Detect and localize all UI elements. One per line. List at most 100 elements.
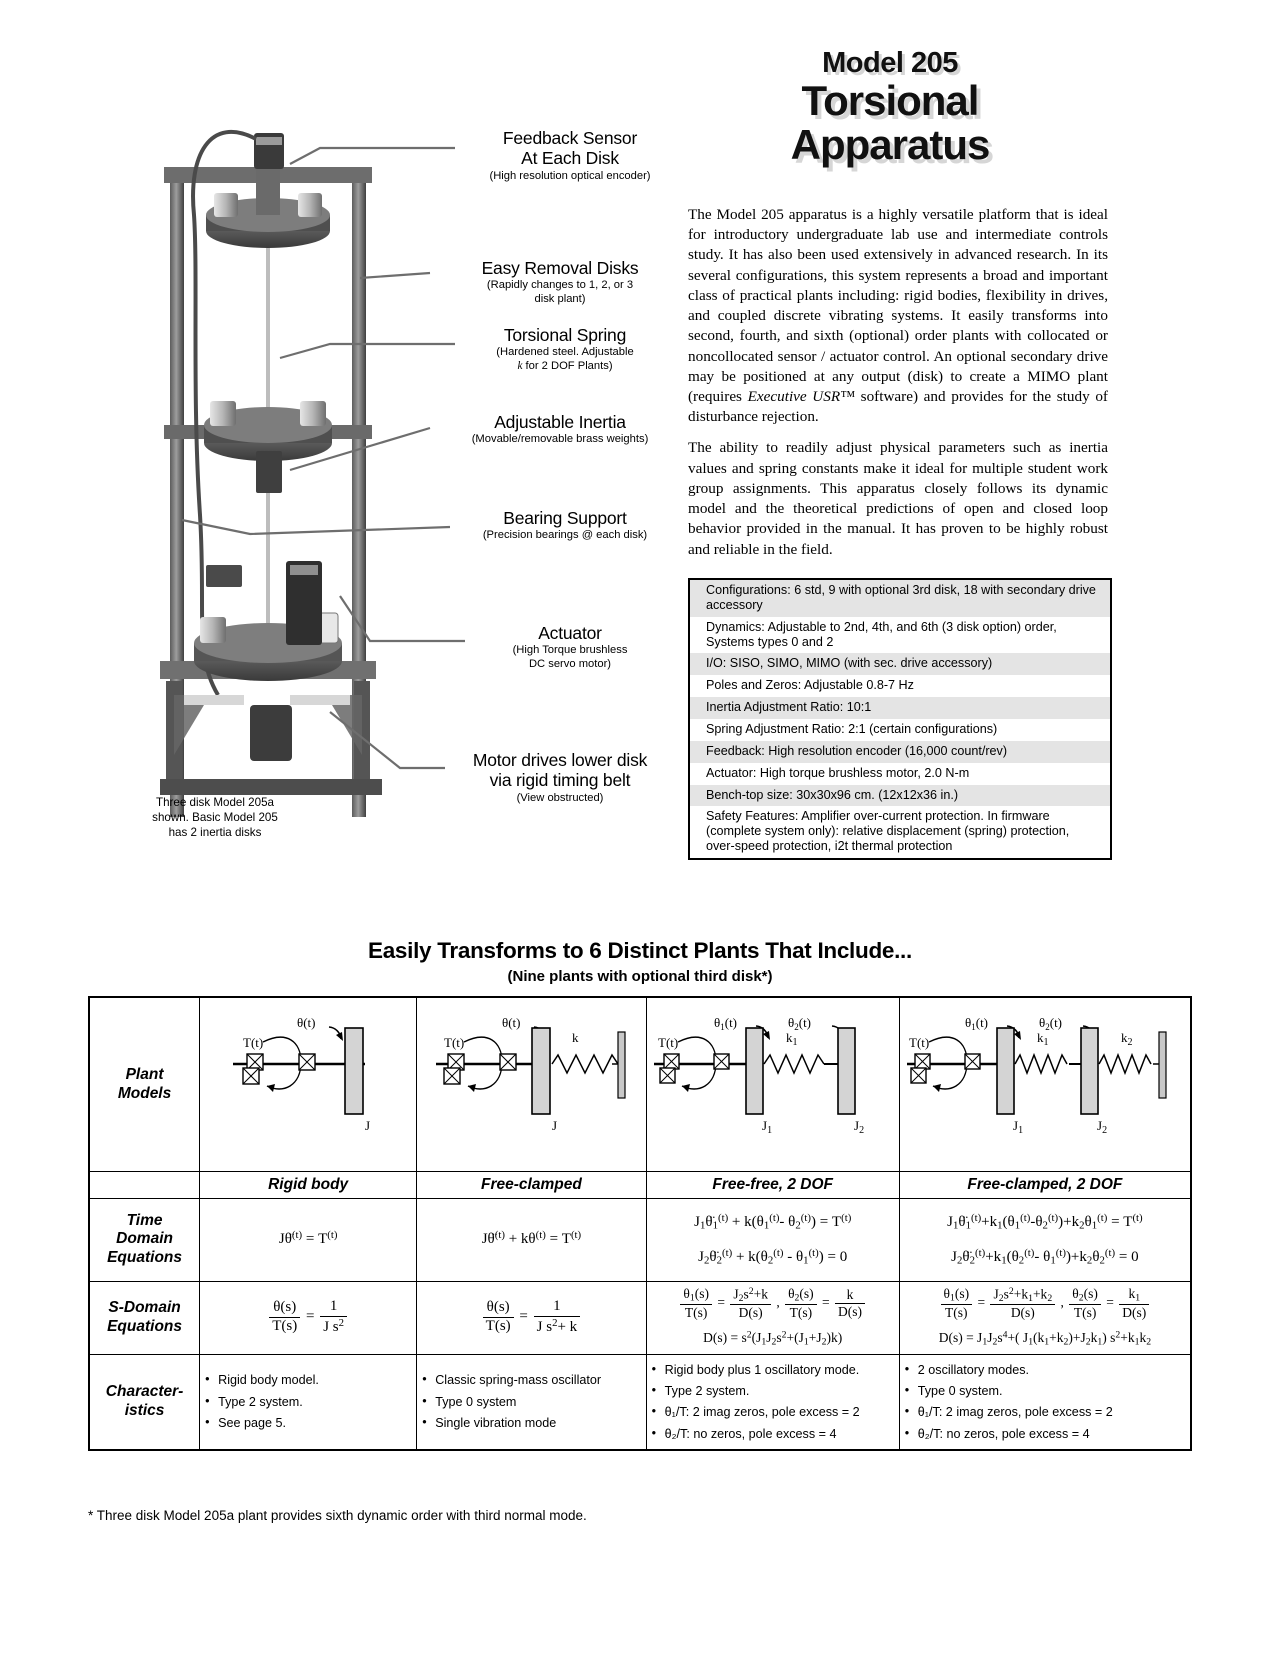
label-inertia: J — [552, 1118, 557, 1133]
table-row-characteristics: Character-istics Rigid body model. Type … — [88, 1353, 1192, 1451]
plant-name-3: Free-free, 2 DOF — [645, 1171, 900, 1199]
callout-sub-k: k — [517, 359, 523, 372]
spec-row: Bench-top size: 30x30x96 cm. (12x12x36 i… — [690, 784, 1110, 807]
label-inertia1: J1 — [762, 1118, 772, 1136]
callout-title: Torsional Spring — [503, 325, 627, 345]
label-inertia1: J1 — [1013, 1118, 1023, 1136]
apparatus-photo — [140, 95, 410, 825]
label-theta: θ(t) — [297, 1015, 316, 1030]
characteristic-item: Type 2 system. — [652, 1380, 894, 1401]
photo-caption-line2: shown. Basic Model 205 — [152, 811, 278, 825]
label-theta2: θ2(t) — [788, 1015, 811, 1032]
callout-easy-removal-disks: Easy Removal Disks (Rapidly changes to 1… — [440, 258, 680, 306]
callout-title: Actuator — [538, 623, 602, 643]
callout-sub-a: (Hardened steel. Adjustable — [496, 346, 634, 359]
callout-adjustable-inertia: Adjustable Inertia (Movable/removable br… — [440, 412, 680, 447]
photo-caption-line1: Three disk Model 205a — [156, 796, 274, 809]
schematic-free-clamped-2dof: θ1(t) θ2(t) T(t) — [906, 1015, 1167, 1136]
section-heading: Easily Transforms to 6 Distinct Plants T… — [368, 938, 912, 963]
schematic-cell-free-clamped: θ(t) T(t) J k — [416, 996, 647, 1172]
callout-subtitle: (Hardened steel. Adjustable k for 2 DOF … — [450, 346, 680, 373]
schematic-cell-free-clamped-2dof: θ1(t) θ2(t) T(t) — [898, 996, 1192, 1172]
time-domain-eq-3: J1θ̈1(t) + k(θ1(t)- θ2(t)) = T(t) J2θ̈2(… — [645, 1198, 900, 1282]
characteristic-item: Rigid body plus 1 oscillatory mode. — [652, 1359, 894, 1380]
schematic-cell-free-free-2dof: θ1(t) θ2(t) T(t) — [645, 996, 900, 1172]
table-row-plant-names: Rigid body Free-clamped Free-free, 2 DOF… — [89, 1171, 1192, 1199]
photo-caption-line3: has 2 inertia disks — [168, 826, 262, 840]
label-spring1: k1 — [786, 1030, 798, 1048]
callout-subtitle: (View obstructed) — [516, 791, 604, 804]
label-theta: θ(t) — [502, 1015, 521, 1030]
time-domain-eq-2: Jθ̈(t) + kθ(t) = T(t) — [416, 1198, 647, 1282]
page-title: Model 205 Torsional Apparatus — [660, 47, 1120, 168]
callout-title: Bearing Support — [503, 508, 627, 528]
characteristic-item: θ₂/T: no zeros, pole excess = 4 — [652, 1423, 894, 1444]
characteristic-item: θ₂/T: no zeros, pole excess = 4 — [905, 1423, 1185, 1444]
label-torque: T(t) — [909, 1035, 929, 1050]
torsional-apparatus-illustration — [160, 130, 382, 817]
callout-torsional-spring: Torsional Spring (Hardened steel. Adjust… — [450, 325, 680, 373]
label-inertia2: J2 — [854, 1118, 864, 1136]
plant-name-4: Free-clamped, 2 DOF — [898, 1171, 1192, 1199]
characteristic-item: θ₁/T: 2 imag zeros, pole excess = 2 — [652, 1401, 894, 1422]
label-inertia2: J2 — [1097, 1118, 1107, 1136]
intro-p1-part-b: software) and provides for the study of … — [688, 387, 1108, 426]
callout-subtitle: (Precision bearings @ each disk) — [482, 529, 648, 542]
row-label-characteristics: Character-istics — [88, 1353, 201, 1451]
schematic-free-free-2dof: θ1(t) θ2(t) T(t) — [653, 1015, 864, 1136]
label-theta1: θ1(t) — [965, 1015, 988, 1032]
label-torque: T(t) — [658, 1035, 678, 1050]
schematic-rigid-body: θ(t) T(t) J — [233, 1015, 370, 1133]
intro-paragraph-2: The ability to readily adjust physical p… — [688, 439, 1108, 558]
spec-row: I/O: SISO, SIMO, MIMO (with sec. drive a… — [690, 653, 1110, 676]
characteristic-item: Type 0 system — [422, 1391, 640, 1412]
label-torque: T(t) — [243, 1035, 263, 1050]
spec-row: Safety Features: Amplifier over-current … — [706, 809, 1070, 854]
spec-row: Poles and Zeros: Adjustable 0.8-7 Hz — [706, 678, 914, 693]
title-line1: Torsional — [801, 77, 980, 125]
intro-copy: The Model 205 apparatus is a highly vers… — [688, 205, 1108, 571]
time-domain-eq-4: J1θ̈1(t)+k1(θ1(t)-θ2(t))+k2θ1(t) = T(t) … — [898, 1198, 1192, 1282]
label-theta1: θ1(t) — [714, 1015, 737, 1032]
empty-label-cell — [89, 1171, 201, 1199]
characteristic-item: Single vibration mode — [422, 1412, 640, 1433]
label-spring1: k1 — [1037, 1030, 1049, 1048]
callout-bearing-support: Bearing Support (Precision bearings @ ea… — [450, 508, 680, 543]
schematic-free-clamped: θ(t) T(t) J k — [436, 1015, 626, 1133]
characteristic-item: Type 0 system. — [905, 1380, 1185, 1401]
intro-paragraph-1: The Model 205 apparatus is a highly vers… — [688, 205, 1108, 427]
schematic-cell-rigid-body: θ(t) T(t) J — [199, 996, 418, 1172]
title-model: Model 205 — [822, 47, 958, 79]
callout-sub-b: for 2 DOF Plants) — [522, 359, 613, 372]
label-spring: k — [572, 1030, 579, 1045]
label-theta2: θ2(t) — [1039, 1015, 1062, 1032]
plant-name-1: Rigid body — [199, 1171, 418, 1199]
callout-title: Easy Removal Disks — [481, 258, 639, 278]
characteristic-item: θ₁/T: 2 imag zeros, pole excess = 2 — [905, 1401, 1185, 1422]
spec-row: Spring Adjustment Ratio: 2:1 (certain co… — [706, 722, 998, 737]
spec-row: Dynamics: Adjustable to 2nd, 4th, and 6t… — [706, 619, 1057, 649]
spec-row: Inertia Adjustment Ratio: 10:1 — [690, 697, 1110, 720]
characteristics-cell-4: 2 oscillatory modes. Type 0 system. θ₁/T… — [898, 1353, 1192, 1451]
intro-p1-part-a: The Model 205 apparatus is a highly vers… — [688, 206, 1108, 405]
time-domain-eq-1: Jθ̈(t) = T(t) — [199, 1198, 418, 1282]
label-torque: T(t) — [444, 1035, 464, 1050]
section-subheading: (Nine plants with optional third disk*) — [507, 968, 773, 985]
callout-title: Adjustable Inertia — [494, 412, 626, 432]
